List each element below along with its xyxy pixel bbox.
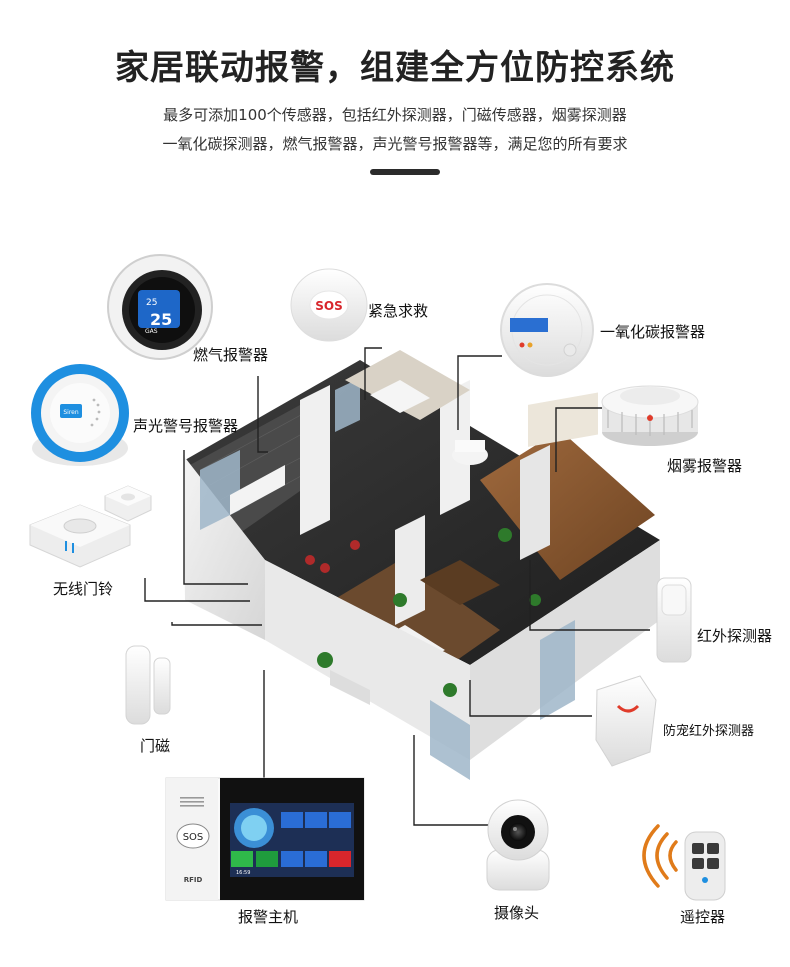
- label-camera: 摄像头: [494, 904, 540, 922]
- subtitle-line-1: 最多可添加100个传感器，包括红外探测器，门磁传感器，烟雾探测器: [163, 106, 627, 124]
- gas-alarm-device: 25 25 GAS: [107, 254, 213, 360]
- camera-device: [486, 799, 550, 891]
- label-doorbell: 无线门铃: [53, 580, 114, 598]
- svg-text:25: 25: [150, 310, 172, 329]
- subtitle-line-2: 一氧化碳探测器，燃气报警器，声光警号报警器等，满足您的所有要求: [162, 135, 628, 153]
- remote-device: [642, 824, 726, 901]
- label-co-alarm: 一氧化碳报警器: [600, 323, 706, 341]
- smoke-alarm-device: [601, 385, 699, 446]
- host-rfid-label: RFID: [184, 876, 203, 884]
- pir-detector-device: [656, 577, 692, 663]
- title-divider: [370, 169, 440, 175]
- sos-button-label: SOS: [315, 299, 343, 313]
- sos-button-device: SOS: [290, 268, 368, 342]
- label-gas-alarm: 燃气报警器: [193, 346, 269, 364]
- host-sos-label: SOS: [183, 832, 204, 843]
- label-siren: 声光警号报警器: [133, 417, 239, 435]
- gas-alarm-reading: 25: [146, 298, 157, 308]
- gas-alarm-brand: GAS: [145, 328, 158, 335]
- label-remote: 遥控器: [680, 908, 726, 926]
- page-title: 家居联动报警，组建全方位防控系统: [115, 48, 675, 88]
- connector-lines: [144, 347, 650, 826]
- siren-brand: Siren: [63, 409, 79, 416]
- host-clock: 16:59: [236, 870, 250, 876]
- door-contact-device: [125, 645, 171, 725]
- label-pir-detector: 红外探测器: [697, 627, 773, 645]
- siren-device: Siren: [31, 364, 129, 466]
- label-door-contact: 门磁: [140, 737, 171, 755]
- label-pet-pir: 防宠红外探测器: [663, 724, 755, 739]
- house-cutaway: [183, 350, 660, 780]
- label-smoke-alarm: 烟雾报警器: [667, 457, 743, 475]
- label-sos-button: 紧急求救: [368, 302, 429, 320]
- co-alarm-device: [500, 283, 594, 377]
- alarm-host-device: SOS RFID 16:59: [165, 777, 365, 901]
- label-alarm-host: 报警主机: [238, 908, 299, 926]
- pet-pir-device: [595, 675, 657, 767]
- doorbell-device: [29, 485, 152, 568]
